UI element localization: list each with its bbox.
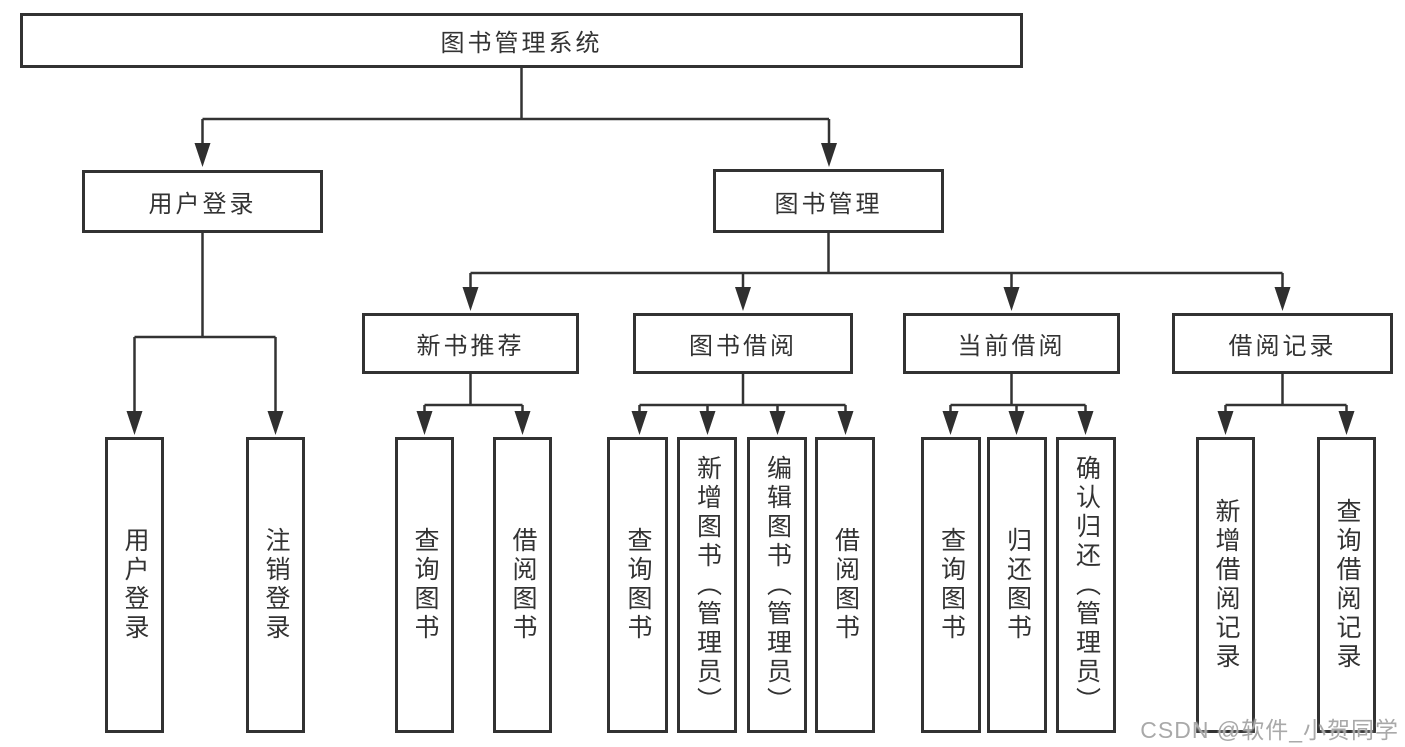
arrow-down-icon [1008,411,1025,435]
arrow-down-icon [1274,287,1291,311]
arrow-down-icon [942,411,959,435]
arrow-down-icon [194,143,211,167]
arrow-down-icon [735,287,751,311]
node-label: 图书管理 [774,190,883,218]
node-borrow-records: 借阅记录 [1172,313,1393,374]
leaf-query-books-borrow: 查询图书 [607,437,668,733]
arrow-down-icon [1338,411,1355,435]
leaf-edit-book-admin: 编辑图书（管理员） [747,437,807,733]
node-label: 归还图书 [1003,527,1032,643]
leaf-logout: 注销登录 [246,437,305,733]
node-label: 当前借阅 [957,333,1066,360]
node-label: 用户登录 [121,527,149,643]
arrow-down-icon [769,411,786,435]
connector-book-management-to-level3 [462,233,1291,311]
connector-user-login-children [126,233,284,435]
connector-book-borrow-children [631,374,854,435]
arrow-down-icon [267,411,284,435]
connector-borrow-records-children [1217,374,1355,435]
node-label: 注销登录 [262,527,290,643]
node-label: 新增图书（管理员） [693,454,722,716]
csdn-watermark: CSDN @软件_小贺同学 [1140,717,1399,743]
node-book-borrow: 图书借阅 [633,313,853,374]
arrow-down-icon [126,411,143,435]
node-label: 借阅图书 [831,527,860,643]
connector-root-to-level2 [194,68,837,167]
node-label: 借阅记录 [1228,333,1337,360]
node-label: 新增借阅记录 [1212,498,1240,672]
arrow-down-icon [1077,411,1094,435]
arrow-down-icon [821,143,837,167]
connector-current-borrow-children [942,374,1094,435]
node-user-login: 用户登录 [82,170,323,233]
arrow-down-icon [631,411,648,435]
node-new-book-recommend: 新书推荐 [362,313,579,374]
leaf-confirm-return-admin: 确认归还（管理员） [1056,437,1116,733]
node-label: 用户登录 [148,191,257,218]
node-label: 查询图书 [411,527,439,643]
node-book-management: 图书管理 [713,169,944,233]
node-label: 图书借阅 [689,333,797,360]
arrow-down-icon [1217,411,1234,435]
arrow-down-icon [1003,287,1020,311]
leaf-borrow-books: 借阅图书 [815,437,875,733]
node-label: 借阅图书 [509,527,537,643]
node-current-borrow: 当前借阅 [903,313,1120,374]
arrow-down-icon [462,287,479,311]
leaf-query-books-current: 查询图书 [921,437,981,733]
node-label: 图书管理系统 [440,30,603,57]
node-label: 确认归还（管理员） [1072,454,1101,716]
node-label: 编辑图书（管理员） [763,454,792,716]
node-library-management-system: 图书管理系统 [20,13,1023,68]
node-label: 查询借阅记录 [1333,498,1361,672]
leaf-borrow-books-recommend: 借阅图书 [493,437,552,733]
leaf-return-book: 归还图书 [987,437,1047,733]
node-label: 查询图书 [937,527,966,643]
leaf-add-borrow-record: 新增借阅记录 [1196,437,1255,733]
arrow-down-icon [416,411,433,435]
leaf-query-books-recommend: 查询图书 [395,437,454,733]
arrow-down-icon [699,411,716,435]
leaf-user-login: 用户登录 [105,437,164,733]
connector-new-book-recommend-children [416,374,531,435]
node-label: 新书推荐 [416,333,525,360]
leaf-query-borrow-record: 查询借阅记录 [1317,437,1376,733]
leaf-add-book-admin: 新增图书（管理员） [677,437,737,733]
arrow-down-icon [837,411,854,435]
arrow-down-icon [514,411,531,435]
node-label: 查询图书 [624,527,652,643]
